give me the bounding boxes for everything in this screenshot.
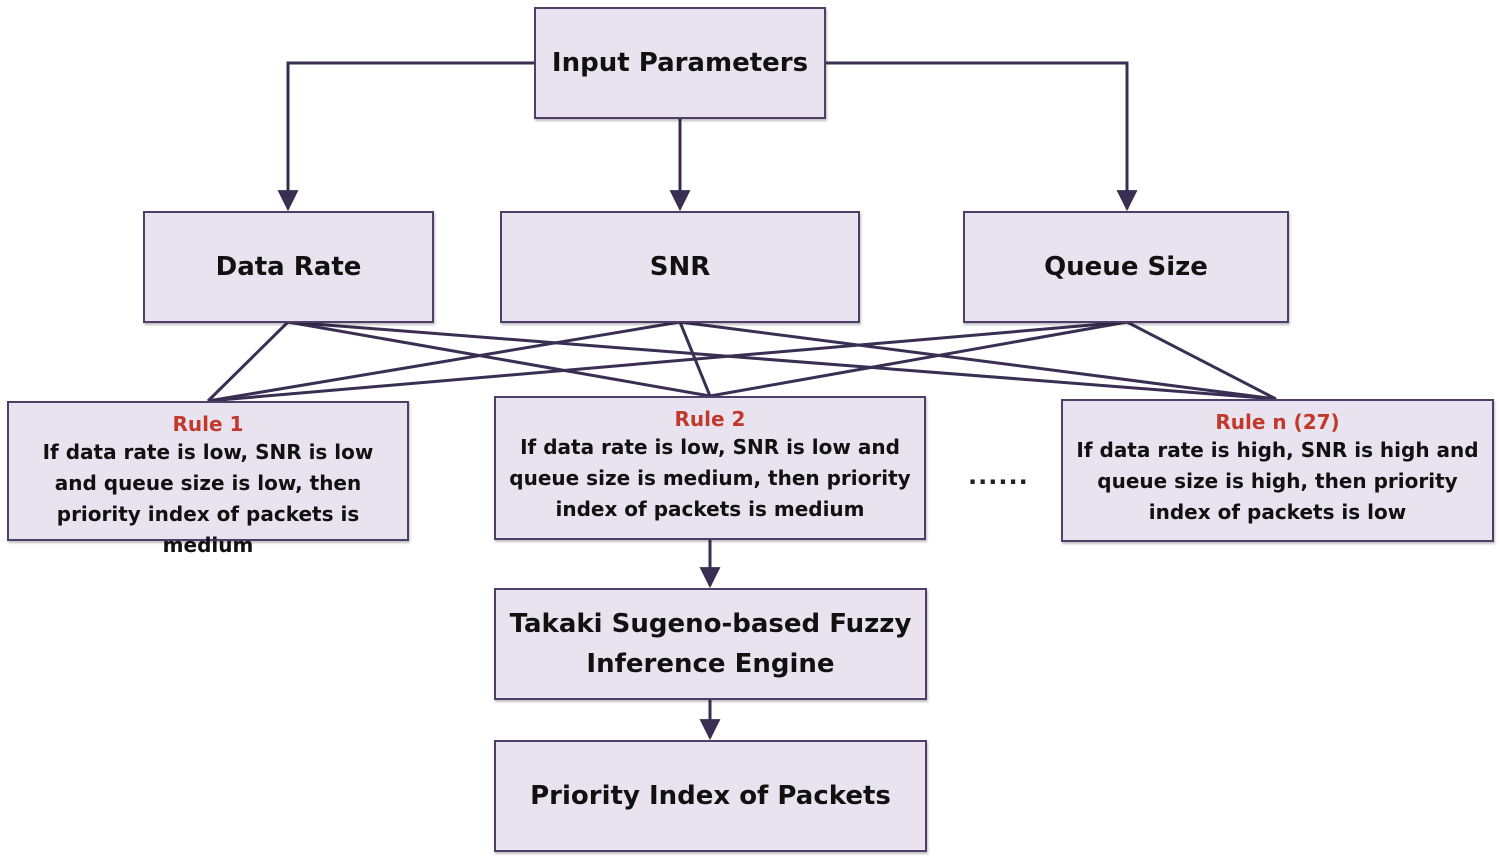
priority-index-label: Priority Index of Packets (530, 781, 891, 811)
rule-n-box: Rule n (27) If data rate is high, SNR is… (1061, 399, 1494, 542)
data-rate-label: Data Rate (215, 252, 362, 282)
queue-size-box: Queue Size (963, 211, 1289, 323)
line-data-rate-to-rule2 (287, 320, 711, 398)
snr-box: SNR (500, 211, 860, 323)
queue-size-label: Queue Size (1044, 252, 1208, 282)
line-snr-to-rulen (679, 320, 1277, 401)
rules-ellipsis: ...... (968, 462, 1029, 490)
line-queue-size-to-rule1 (207, 320, 1128, 403)
rule-2-text: If data rate is low, SNR is low and queu… (509, 435, 911, 521)
arrow-input-to-data-rate (277, 61, 534, 212)
line-snr-to-rule1 (207, 320, 681, 403)
arrow-input-to-queue-size (826, 61, 1138, 212)
inference-engine-line1: Takaki Sugeno-based Fuzzy (509, 609, 912, 639)
rule-2-title: Rule 2 (674, 407, 746, 431)
data-rate-box: Data Rate (143, 211, 434, 323)
priority-index-box: Priority Index of Packets (494, 740, 927, 852)
line-queue-size-to-rule2 (709, 320, 1128, 398)
rule-n-title: Rule n (27) (1215, 410, 1340, 434)
input-parameters-box: Input Parameters (534, 7, 826, 119)
line-data-rate-to-rule1 (206, 320, 290, 403)
rule-1-title: Rule 1 (172, 412, 244, 436)
snr-label: SNR (649, 252, 711, 282)
rule-2-box: Rule 2 If data rate is low, SNR is low a… (494, 396, 926, 540)
line-queue-size-to-rulen (1126, 320, 1277, 401)
input-parameters-label: Input Parameters (551, 48, 809, 78)
rule-1-box: Rule 1 If data rate is low, SNR is low a… (7, 401, 409, 557)
inference-engine-box: Takaki Sugeno-based Fuzzy Inference Engi… (494, 588, 927, 700)
rule-1-text: If data rate is low, SNR is low and queu… (42, 440, 374, 557)
inference-engine-line2: Inference Engine (586, 649, 835, 679)
rule-n-text: If data rate is high, SNR is high and qu… (1076, 438, 1479, 524)
line-data-rate-to-rulen (287, 320, 1277, 401)
